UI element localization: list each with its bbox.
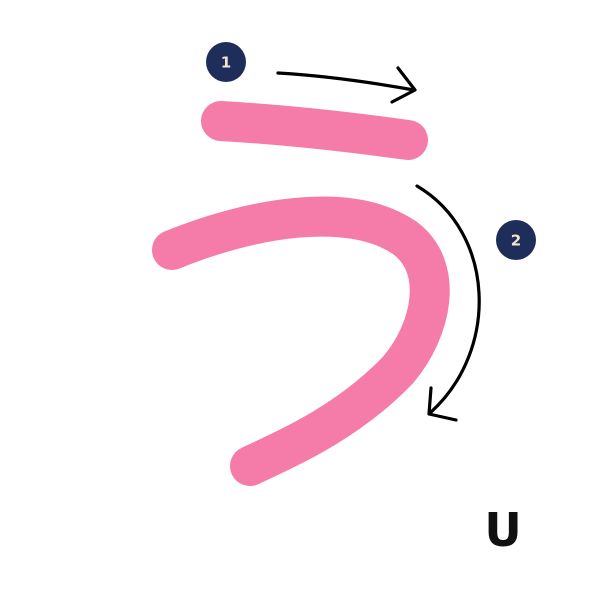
- stroke-2-number: 2: [511, 232, 521, 250]
- romaji-label: U: [484, 503, 522, 557]
- stroke-2-number-badge: 2: [496, 220, 536, 260]
- stroke-1-number: 1: [221, 54, 231, 72]
- stroke-2-arrow: [415, 184, 481, 422]
- kana-stroke-1: [201, 101, 428, 160]
- kana-stroke-2: [152, 196, 450, 486]
- stroke-1-number-badge: 1: [206, 42, 246, 82]
- stroke-1-arrow: [276, 66, 417, 104]
